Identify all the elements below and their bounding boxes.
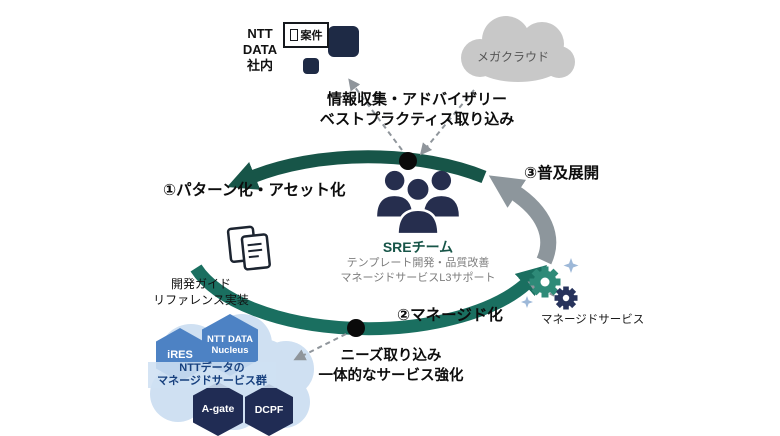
top-caption-line1: 情報収集・アドバイザリー	[326, 91, 507, 108]
hexagon-label: NTT DATA	[206, 334, 254, 345]
managed-services-cluster: iRES NTT DATA Nucleus A-gate DCPF NTTデータ…	[146, 314, 318, 436]
managed-service-label: マネージドサービス	[541, 314, 645, 326]
step2-label: ②マネージド化	[397, 307, 503, 324]
bottom-caption-line1: ニーズ取り込み	[340, 348, 442, 364]
gears-icon	[521, 258, 579, 310]
deliverables-line1: 開発ガイド	[170, 277, 231, 291]
sparkle-icon	[521, 296, 533, 308]
step1-label: ①パターン化・アセット化	[163, 182, 346, 199]
step3-label: ③普及展開	[524, 165, 600, 182]
deliverables-line2: リファレンス実装	[153, 293, 249, 307]
mega-cloud-label: メガクラウド	[476, 50, 549, 64]
project-box-small-icon	[303, 58, 319, 74]
top-caption: 情報収集・アドバイザリー ベストプラクティス取り込み	[282, 90, 552, 130]
sparkle-icon	[563, 258, 579, 273]
project-box-icon	[328, 26, 359, 57]
deliverables-label: 開発ガイド リファレンス実装	[138, 276, 264, 308]
top-caption-line2: ベストプラクティス取り込み	[319, 111, 515, 128]
document-mini-icon	[289, 29, 298, 41]
gear-small	[554, 286, 578, 310]
org-line: DATA	[242, 42, 278, 57]
cluster-title: NTTデータの マネージドサービス群	[148, 362, 276, 388]
org-line: 社内	[246, 58, 273, 73]
sre-team-description: テンプレート開発・品質改善 マネージドサービスL3サポート	[300, 256, 536, 286]
cycle-arrow-deploy	[488, 175, 557, 265]
cluster-title-line1: NTTデータの	[179, 362, 245, 374]
hexagon-label: DCPF	[254, 404, 284, 416]
team-desc-line1: テンプレート開発・品質改善	[346, 257, 490, 269]
bottom-caption: ニーズ取り込み 一体的なサービス強化	[295, 346, 487, 386]
sre-team-label: SREチーム	[382, 239, 454, 255]
team-desc-line2: マネージドサービスL3サポート	[340, 272, 496, 284]
cluster-title-line2: マネージドサービス群	[157, 375, 267, 387]
ntt-data-internal-label: NTT DATA 社内	[232, 26, 288, 74]
case-label-box: 案件	[283, 22, 329, 48]
team-people-icon	[377, 170, 459, 236]
mega-cloud: メガクラウド	[446, 10, 580, 84]
cycle-node-bottom	[347, 319, 365, 337]
bottom-caption-line2: 一体的なサービス強化	[318, 368, 464, 384]
cloud-icon	[461, 16, 575, 82]
org-line: NTT	[247, 26, 273, 41]
hexagon-label: iRES	[167, 349, 193, 361]
document-copy-icon	[226, 225, 271, 271]
hexagon-label: A-gate	[201, 403, 235, 415]
hexagon-label: Nucleus	[211, 345, 249, 356]
gear-large	[529, 266, 561, 298]
case-label: 案件	[300, 30, 323, 42]
